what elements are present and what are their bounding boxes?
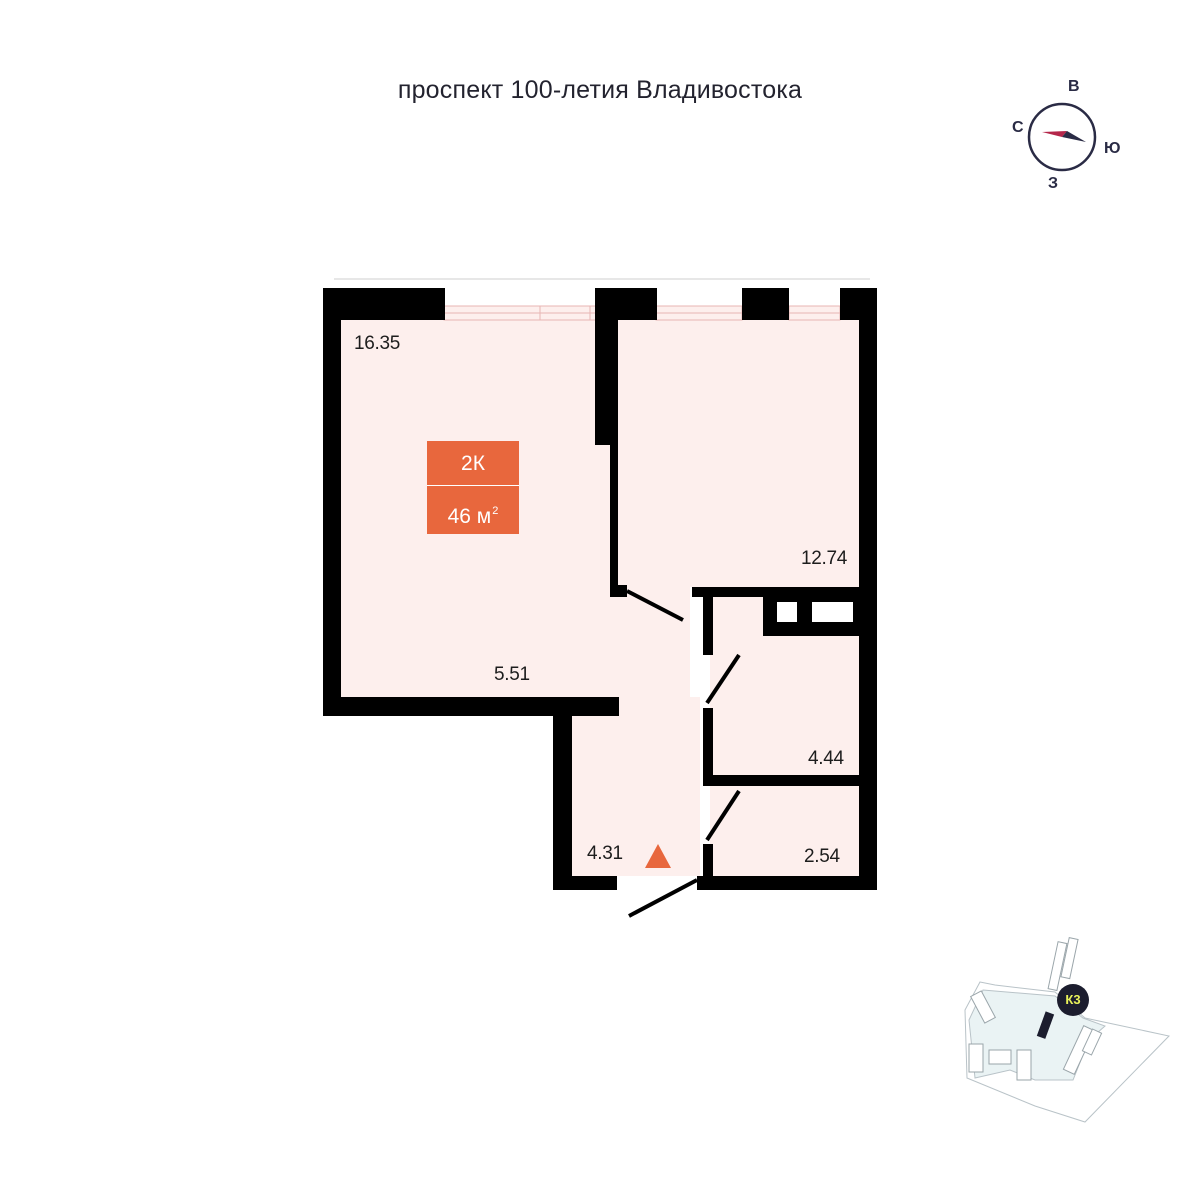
- block-label: К3: [1057, 984, 1089, 1016]
- apartment-area: 46 м2: [427, 487, 519, 534]
- compass-needle-icon: [1027, 102, 1097, 172]
- room-area-toilet: 2.54: [804, 846, 840, 867]
- entry-triangle-icon: [645, 844, 671, 868]
- room-area-living: 16.35: [354, 333, 401, 354]
- floor-area: [341, 320, 860, 876]
- apartment-type: 2К: [427, 441, 519, 486]
- room-area-bedroom: 12.74: [801, 548, 848, 569]
- room-area-kitchen: 5.51: [494, 664, 530, 685]
- compass-west: З: [1048, 175, 1059, 192]
- doors: [626, 589, 741, 918]
- apartment-area-unit: 2: [492, 505, 499, 517]
- compass-south: Ю: [1104, 140, 1121, 157]
- compass-rose-icon: В С Ю З: [1000, 70, 1130, 200]
- apartment-area-value: 46 м: [447, 505, 492, 528]
- apartment-badge: 2К 46 м2: [427, 441, 519, 534]
- room-area-bathroom: 4.44: [808, 748, 844, 769]
- ventilation-shaft-holes: [777, 602, 853, 622]
- compass-east: В: [1068, 78, 1080, 95]
- selected-building-icon: [1036, 1011, 1055, 1039]
- room-area-hall: 4.31: [587, 843, 623, 864]
- compass-north: С: [1012, 119, 1024, 136]
- walls: [323, 288, 877, 890]
- site-map: [964, 937, 1170, 1123]
- street-name: проспект 100-летия Владивостока: [397, 76, 803, 104]
